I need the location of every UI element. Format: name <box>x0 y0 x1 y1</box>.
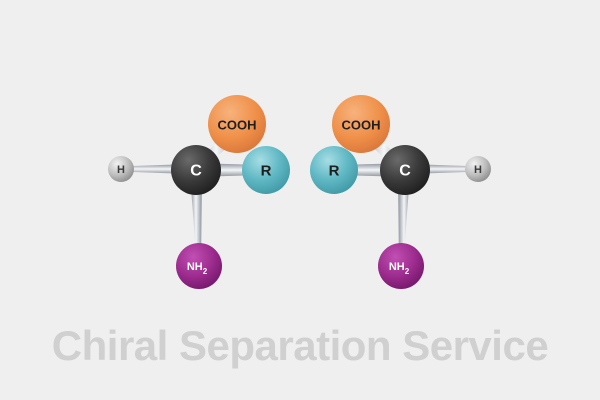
left-hydrogen-atom: H <box>108 156 134 182</box>
right-hydrogen-atom: H <box>465 156 491 182</box>
left-nh2-atom: NH2 <box>176 243 222 289</box>
right-cooh-label: COOH <box>342 118 381 133</box>
right-hydrogen-label: H <box>474 164 482 176</box>
left-enantiomer: H COOH R C NH2 <box>108 95 290 289</box>
left-r-group-atom: R <box>242 146 290 194</box>
left-hydrogen-label: H <box>117 164 125 176</box>
left-cooh-atom: COOH <box>208 95 266 153</box>
right-nh2-atom: NH2 <box>378 243 424 289</box>
right-cooh-atom: COOH <box>332 95 390 153</box>
right-enantiomer: H COOH R C NH2 <box>310 95 491 289</box>
right-carbon-atom: C <box>380 145 430 195</box>
left-nh2-label: NH2 <box>187 261 208 276</box>
left-cooh-label: COOH <box>218 118 257 133</box>
service-title: Chiral Separation Service <box>51 322 549 369</box>
right-r-group-label: R <box>329 163 340 180</box>
left-carbon-label: C <box>190 163 202 180</box>
right-r-group-atom: R <box>310 146 358 194</box>
left-r-group-label: R <box>261 163 272 180</box>
left-carbon-atom: C <box>171 145 221 195</box>
right-nh2-label: NH2 <box>389 261 410 276</box>
right-carbon-label: C <box>399 163 411 180</box>
